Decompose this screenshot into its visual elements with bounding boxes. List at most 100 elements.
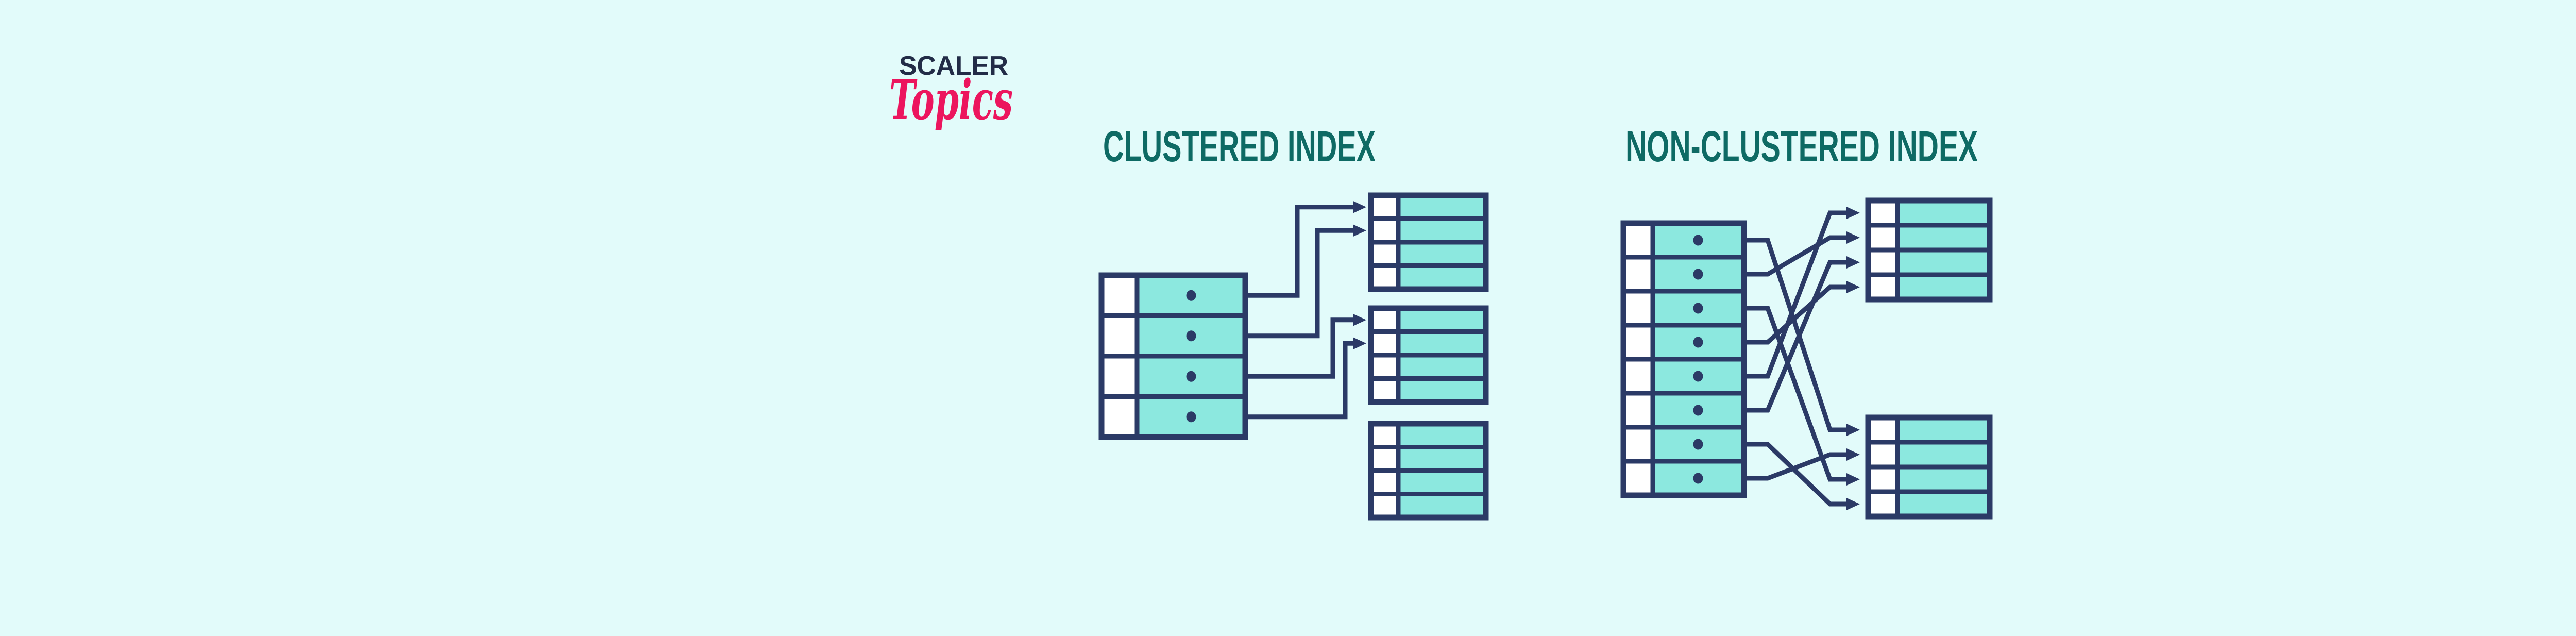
index-table: [1098, 272, 1248, 440]
key-cell: [1621, 459, 1655, 498]
arrow-head: [1846, 281, 1860, 293]
row-pointer-dot: [1693, 269, 1703, 280]
pointer-arrow: [1245, 200, 1366, 298]
data-cell: [1396, 306, 1488, 334]
key-cell: [1368, 492, 1401, 520]
data-cell: [1895, 247, 1992, 277]
row-pointer-dot: [1693, 235, 1703, 246]
row-pointer-dot: [1693, 337, 1703, 348]
arrow-head: [1846, 473, 1860, 486]
data-cell: [1396, 445, 1488, 473]
data-cell: [1895, 489, 1992, 519]
data-table: [1865, 197, 1993, 303]
row-pointer-dot: [1693, 405, 1703, 416]
key-cell: [1621, 357, 1655, 396]
key-cell: [1621, 425, 1655, 464]
data-table: [1865, 414, 1993, 520]
arrow-line: [1744, 260, 1850, 413]
key-cell: [1621, 391, 1655, 430]
table-border: [1368, 192, 1489, 292]
arrow-head: [1846, 231, 1860, 244]
row-pointer-dot: [1693, 473, 1703, 484]
key-cell: [1866, 440, 1900, 470]
logo-brand-text: SCALER: [899, 51, 1008, 81]
row-pointer-dot: [1186, 330, 1196, 342]
key-cell: [1368, 353, 1401, 381]
key-cell: [1368, 263, 1401, 292]
data-cell: [1895, 198, 1992, 228]
pointer-arrow: [1744, 306, 1860, 486]
data-cell: [1396, 492, 1488, 520]
data-cell: [1396, 240, 1488, 268]
arrow-line: [1744, 306, 1850, 482]
arrow-line: [1245, 205, 1355, 298]
key-cell: [1621, 289, 1655, 328]
arrow-line: [1245, 228, 1355, 339]
data-cell: [1396, 263, 1488, 292]
table-border: [1368, 305, 1489, 405]
key-cell: [1866, 198, 1900, 228]
arrow-head: [1353, 337, 1366, 350]
key-cell: [1099, 273, 1140, 318]
data-cell: [1895, 272, 1992, 302]
data-cell: [1396, 376, 1488, 405]
key-cell: [1368, 240, 1401, 268]
data-cell: [1650, 425, 1747, 464]
arrow-head: [1846, 207, 1860, 219]
non-clustered-diagram: [1620, 197, 1993, 520]
pointer-arrow: [1245, 224, 1366, 339]
row-pointer-dot: [1186, 411, 1196, 423]
index-table: [1620, 220, 1747, 498]
key-cell: [1866, 247, 1900, 277]
arrow-line: [1744, 442, 1850, 507]
arrow-line: [1744, 284, 1850, 345]
key-cell: [1368, 329, 1401, 358]
arrow-head: [1846, 498, 1860, 510]
row-pointer-dot: [1693, 371, 1703, 382]
key-cell: [1368, 193, 1401, 221]
key-cell: [1621, 221, 1655, 260]
key-cell: [1368, 306, 1401, 334]
clustered-diagram: [1098, 192, 1489, 521]
scaler-topics-logo: SCALER Topics: [889, 51, 1013, 132]
key-cell: [1866, 464, 1900, 494]
pointer-arrow: [1744, 231, 1860, 277]
arrow-head: [1353, 224, 1366, 237]
data-table: [1368, 192, 1489, 292]
row-pointer-dot: [1186, 290, 1196, 301]
data-cell: [1396, 421, 1488, 449]
row-pointer-dot: [1693, 303, 1703, 314]
arrow-head: [1846, 448, 1860, 461]
table-border: [1620, 220, 1747, 498]
data-cell: [1396, 329, 1488, 358]
logo-script-text: Topics: [889, 68, 1013, 132]
data-cell: [1396, 468, 1488, 496]
pointer-arrow: [1245, 313, 1366, 379]
data-cell: [1895, 464, 1992, 494]
data-table: [1368, 421, 1489, 521]
key-cell: [1368, 445, 1401, 473]
key-cell: [1099, 354, 1140, 399]
key-cell: [1099, 394, 1140, 440]
table-border: [1865, 197, 1993, 303]
table-border: [1098, 272, 1248, 440]
arrow-line: [1744, 210, 1850, 379]
data-table: [1368, 305, 1489, 405]
data-cell: [1396, 193, 1488, 221]
arrow-head: [1846, 256, 1860, 269]
key-cell: [1866, 272, 1900, 302]
pointer-arrow: [1744, 281, 1860, 345]
data-cell: [1396, 216, 1488, 245]
key-cell: [1866, 489, 1900, 519]
arrow-line: [1245, 341, 1355, 420]
key-cell: [1368, 421, 1401, 449]
key-cell: [1866, 415, 1900, 445]
pointer-arrow: [1744, 256, 1860, 413]
key-cell: [1621, 323, 1655, 362]
pointer-arrow: [1245, 337, 1366, 420]
key-cell: [1621, 255, 1655, 294]
data-cell: [1895, 223, 1992, 253]
